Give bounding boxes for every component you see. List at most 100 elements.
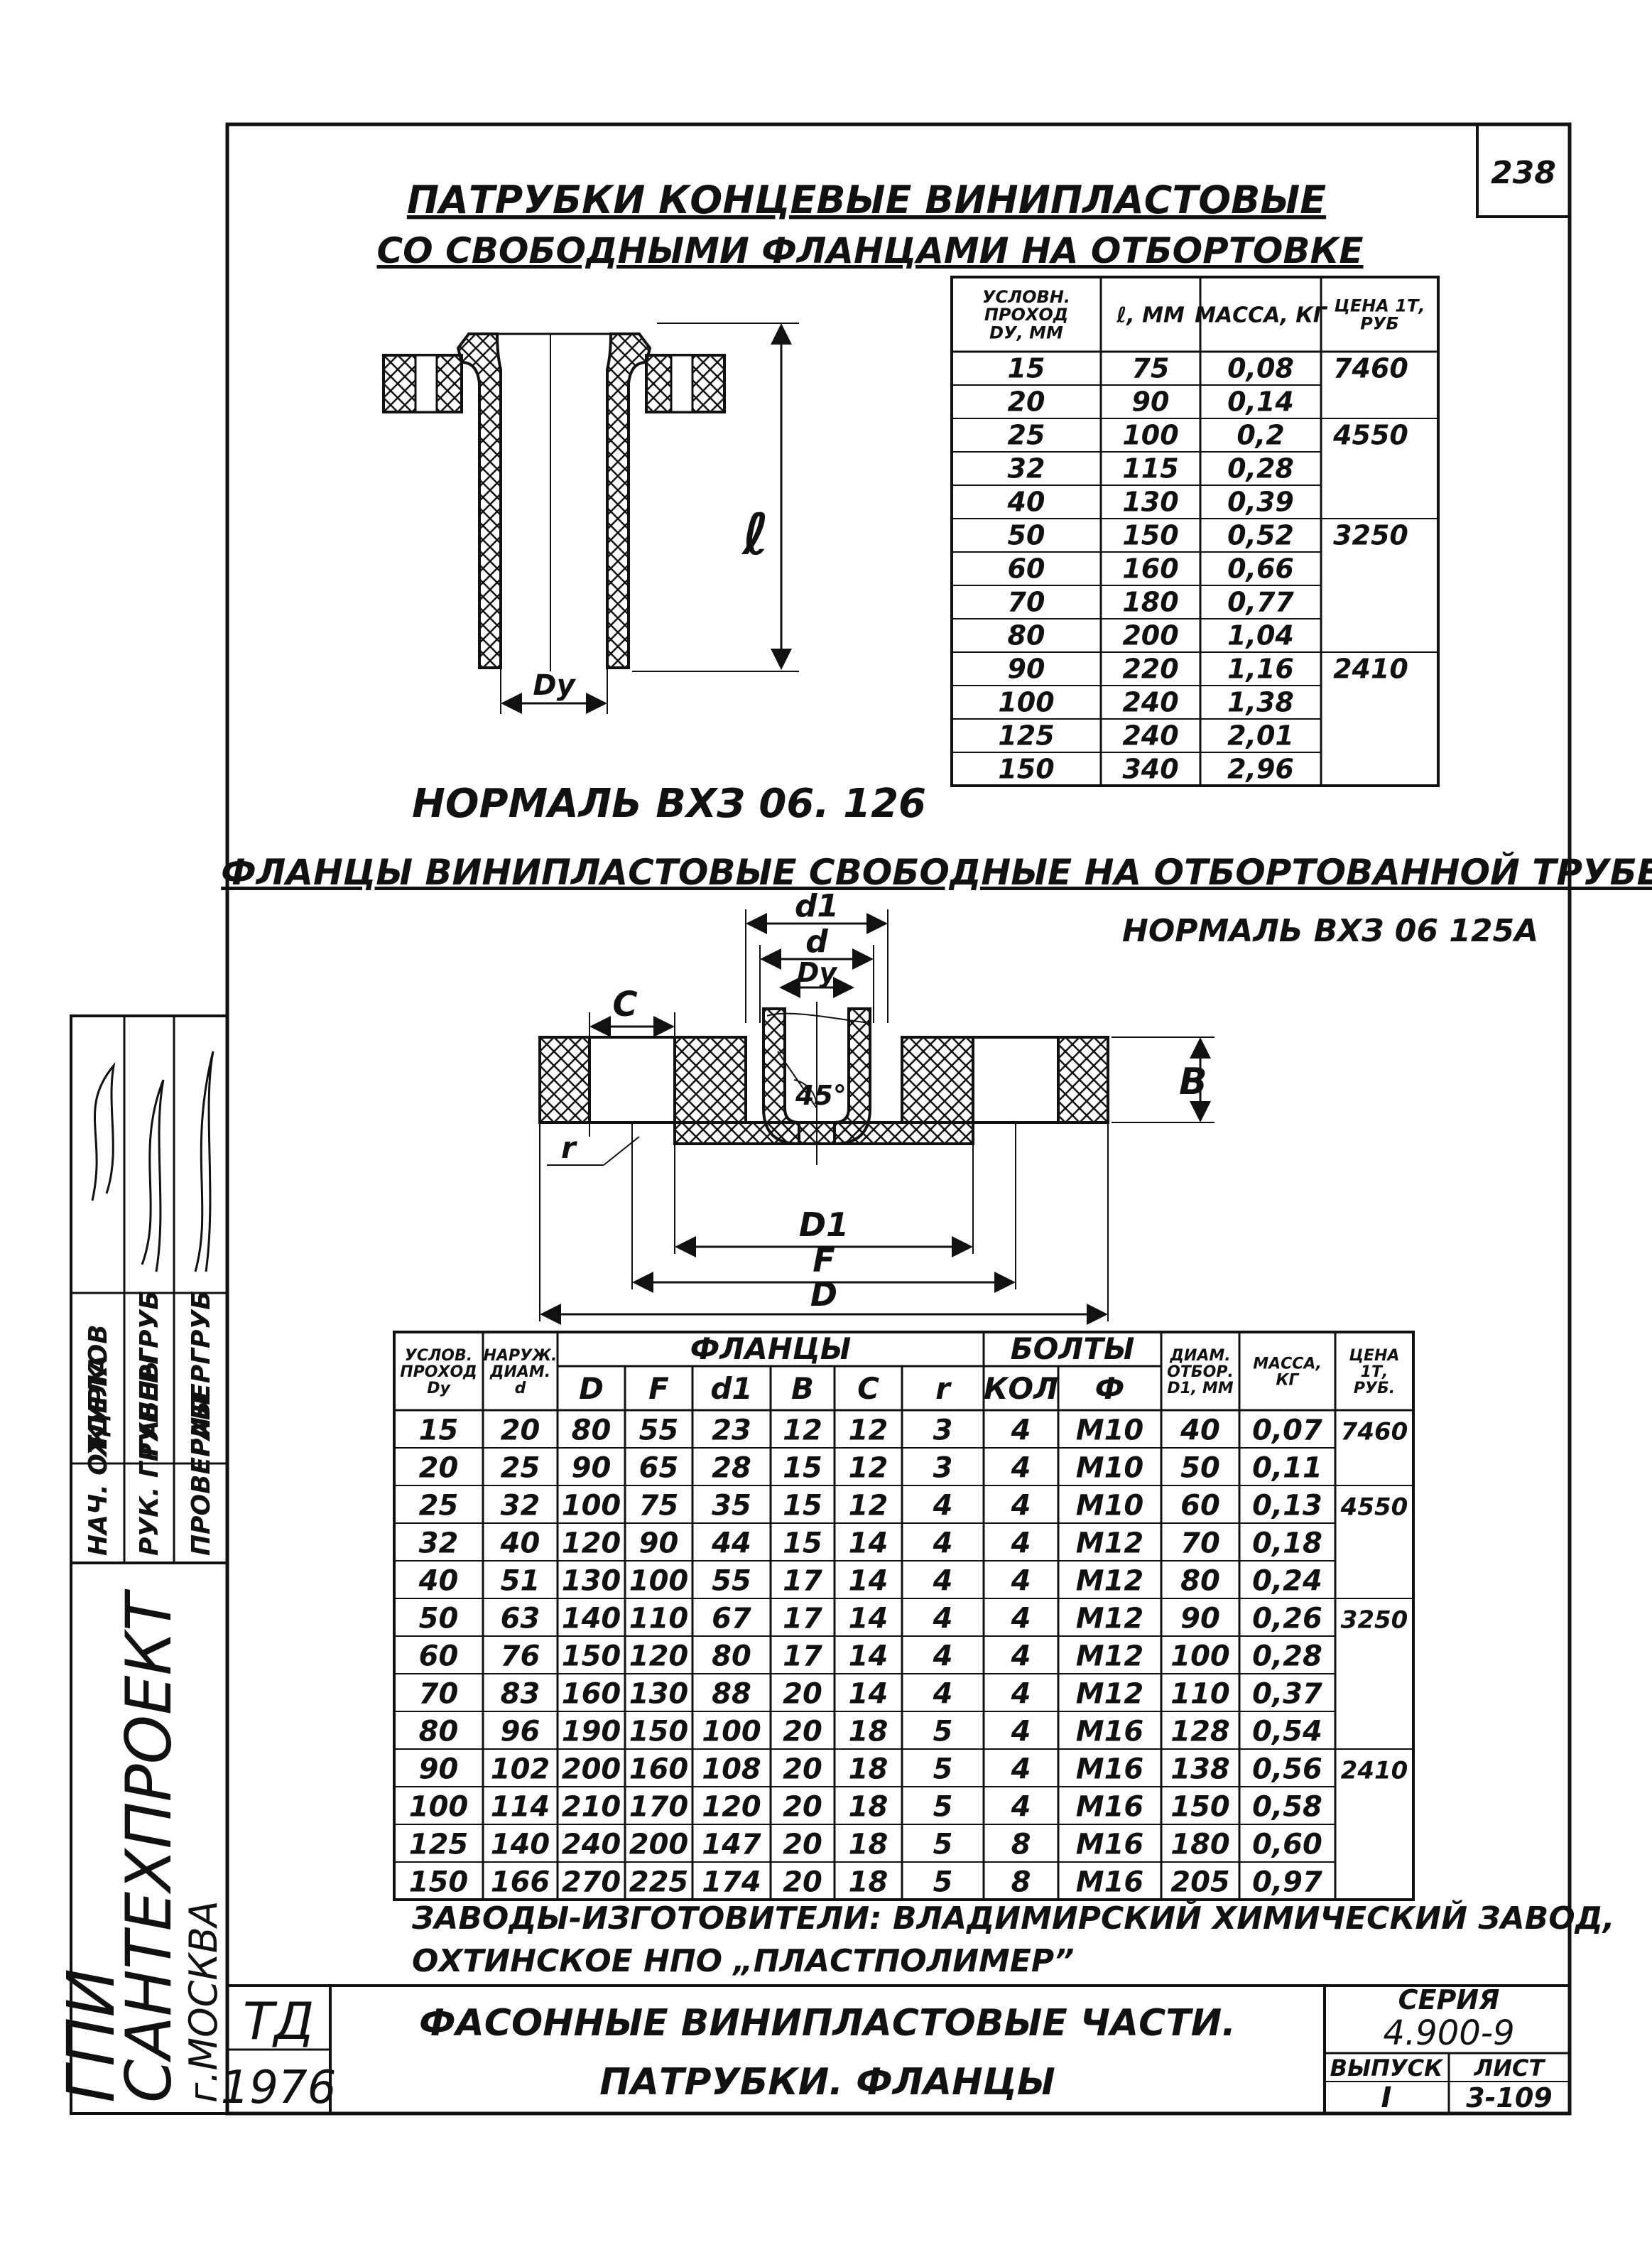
table2-cell: 70 <box>419 1677 459 1710</box>
table2-cell: 125 <box>409 1828 469 1861</box>
table1-cell: 2,96 <box>1227 754 1294 785</box>
table2-cell: 17 <box>783 1640 822 1672</box>
table2-cell: 8 <box>1011 1866 1031 1898</box>
table2-cell: 3 <box>933 1414 953 1446</box>
table2-cell: 225 <box>629 1866 689 1898</box>
table2-cell: 110 <box>1170 1677 1230 1710</box>
table2-header: 1Т, <box>1361 1363 1389 1381</box>
table2-header: МАССА, <box>1253 1355 1322 1373</box>
table2-cell: 4 <box>1011 1414 1031 1446</box>
table2-cell: 5 <box>933 1790 953 1823</box>
pipe-wall-left <box>456 332 502 669</box>
table2-cell: 40 <box>418 1564 459 1597</box>
table2-cell: 80 <box>1180 1564 1220 1597</box>
signature-1 <box>91 1061 116 1201</box>
table1-cell: 100 <box>1122 420 1178 451</box>
table2-cell: 0,18 <box>1252 1527 1322 1559</box>
table2-cell: 170 <box>629 1790 689 1823</box>
dim-d1: d1 <box>795 888 839 924</box>
side-org2: САНТЕХПРОЕКТ <box>112 1588 185 2103</box>
table2-cell: 50 <box>419 1602 459 1635</box>
manufacturers-line2: ОХТИНСКОЕ НПО „ПЛАСТПОЛИМЕР” <box>412 1943 1075 1979</box>
dim-r: r <box>561 1130 577 1165</box>
section1-title-line1: ПАТРУБКИ КОНЦЕВЫЕ ВИНИПЛАСТОВЫЕ <box>407 178 1326 222</box>
table2-cell: 12 <box>849 1451 889 1484</box>
table1-cell: 90 <box>1008 654 1045 685</box>
table1-cell: 100 <box>998 687 1054 718</box>
table1-cell: 130 <box>1122 487 1178 518</box>
table2-header: ДИАМ. <box>1169 1347 1230 1365</box>
table2-cell: 138 <box>1170 1753 1230 1785</box>
table2-cell: 50 <box>1180 1451 1220 1484</box>
table2-cell: 14 <box>849 1640 889 1672</box>
table2-cell: 20 <box>783 1790 822 1823</box>
table2-cell: 5 <box>933 1715 953 1748</box>
table2-cell: 18 <box>849 1753 889 1785</box>
table1-cell: 1,16 <box>1227 654 1294 685</box>
table2-cell: 150 <box>1170 1790 1230 1823</box>
dim-D1: D1 <box>799 1206 849 1244</box>
table2-header: d1 <box>710 1371 752 1406</box>
table2-cell: 114 <box>491 1790 550 1823</box>
table2-cell: 120 <box>562 1527 621 1559</box>
pipe-wall-right <box>606 332 652 669</box>
dim-b: B <box>1179 1061 1207 1103</box>
table2-cell: M12 <box>1076 1602 1143 1635</box>
table1-cell: 240 <box>1122 720 1178 752</box>
table2-header: C <box>857 1371 879 1406</box>
table2-cell: 20 <box>783 1753 822 1785</box>
table2-cell: 0,54 <box>1252 1715 1322 1748</box>
table1-cell: 75 <box>1132 353 1170 384</box>
table2-cell: 80 <box>712 1640 751 1672</box>
flange-left-outer-hatch <box>538 1036 591 1124</box>
table2-cell: 55 <box>712 1564 751 1597</box>
table2-cell: 270 <box>562 1866 621 1898</box>
table2-cell: 2410 <box>1341 1756 1408 1785</box>
table2-cell: 4 <box>1011 1790 1031 1823</box>
side-org1: ГПИ <box>53 1969 129 2103</box>
table2-group-flanges: ФЛАНЦЫ <box>690 1331 852 1366</box>
table2-header: Dy <box>427 1380 451 1397</box>
table2-cell: 18 <box>849 1828 889 1861</box>
table2-cell: 12 <box>849 1489 889 1522</box>
table2-cell: 76 <box>501 1640 540 1672</box>
table1-cell: 90 <box>1132 386 1170 418</box>
table2-cell: 7460 <box>1341 1417 1408 1446</box>
table1-header: ℓ, ММ <box>1116 303 1185 328</box>
table2-cell: 100 <box>702 1715 761 1748</box>
table1-header: УСЛОВН. <box>982 287 1070 307</box>
table2-cell: 150 <box>629 1715 689 1748</box>
signature-2 <box>141 1079 165 1272</box>
table2-cell: 12 <box>783 1414 822 1446</box>
table2-cell: 4 <box>1011 1602 1031 1635</box>
table1-cell: 115 <box>1122 453 1178 485</box>
table2-cell: 40 <box>1180 1414 1220 1446</box>
table2-cell: 4 <box>1011 1527 1031 1559</box>
table2-header: r <box>935 1371 952 1406</box>
table2-cell: 5 <box>933 1866 953 1898</box>
table2-cell: 14 <box>849 1677 889 1710</box>
table2-cell: M12 <box>1076 1677 1143 1710</box>
table1-cell: 200 <box>1122 620 1178 651</box>
table2-cell: 4 <box>1011 1753 1031 1785</box>
title-line2: ПАТРУБКИ. ФЛАНЦЫ <box>599 2061 1055 2104</box>
table2-cell: 110 <box>629 1602 689 1635</box>
table2-cell: 0,60 <box>1252 1828 1322 1861</box>
table2-cell: 20 <box>783 1828 822 1861</box>
table2-cell: 18 <box>849 1790 889 1823</box>
table2-cell: 4 <box>933 1527 953 1559</box>
side-role: РУК. ГРУППЫ <box>135 1354 164 1556</box>
table2-cell: 15 <box>783 1451 822 1484</box>
table2-cell: 130 <box>562 1564 621 1597</box>
table2-cell: 4 <box>1011 1640 1031 1672</box>
table1-cell: 20 <box>1008 386 1045 418</box>
table2-header: НАРУЖ. <box>484 1347 558 1365</box>
series-value: 4.900-9 <box>1383 2013 1514 2053</box>
table1-cell: 340 <box>1122 754 1178 785</box>
code-year: 1976 <box>221 2062 337 2114</box>
table1-cell: 32 <box>1008 453 1045 485</box>
table1-cell: 0,2 <box>1237 420 1284 451</box>
flange-right-inner-hatch <box>901 1036 974 1124</box>
table1-cell: 80 <box>1008 620 1045 651</box>
